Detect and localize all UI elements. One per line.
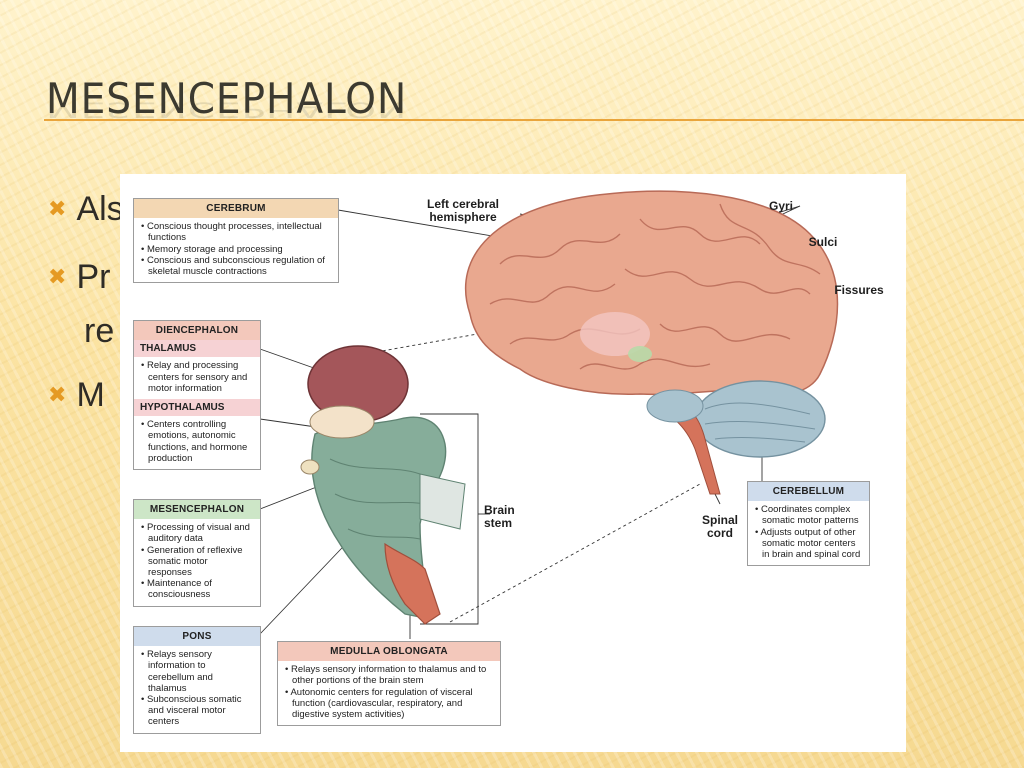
diencephalon-box: DIENCEPHALON THALAMUS Relay and processi…: [133, 320, 261, 471]
cerebellum-box: CEREBELLUM Coordinates complex somatic m…: [747, 481, 870, 567]
x-bullet-icon: ✖: [48, 382, 67, 407]
bullet-text: Als: [76, 190, 124, 228]
label-spinal-cord: Spinal cord: [701, 513, 738, 540]
pons-box-title: PONS: [134, 627, 260, 647]
cerebellum-box-title: CEREBELLUM: [748, 482, 869, 502]
label-left-cerebral-hemisphere: Left cerebral hemisphere: [426, 197, 500, 224]
hypothalamus-subtitle: HYPOTHALAMUS: [134, 399, 260, 417]
cerebrum-item: Memory storage and processing: [140, 244, 332, 255]
x-bullet-icon: ✖: [48, 264, 67, 289]
mesencephalon-box-title: MESENCEPHALON: [134, 500, 260, 520]
medulla-item: Relays sensory information to thalamus a…: [284, 664, 494, 686]
bullet-item: ✖ Als: [48, 190, 124, 229]
thalamus-item: Relay and processing centers for sensory…: [140, 360, 254, 394]
slide-title: MESENCEPHALON: [46, 74, 408, 123]
hypothalamus-item: Centers controlling emotions, autonomic …: [140, 419, 254, 464]
cerebrum-box: CEREBRUM Conscious thought processes, in…: [133, 198, 339, 284]
label-sulci: Sulci: [808, 235, 838, 249]
cerebellum-item: Coordinates complex somatic motor patter…: [754, 504, 863, 526]
brain-illustration: [259, 190, 839, 639]
bullet-continuation: re: [84, 312, 114, 351]
pons-box: PONS Relays sensory information to cereb…: [133, 626, 261, 734]
pons-item: Relays sensory information to cerebellum…: [140, 649, 254, 694]
x-bullet-icon: ✖: [48, 196, 67, 221]
mesencephalon-item: Generation of reflexive somatic motor re…: [140, 545, 254, 579]
bullet-text: re: [84, 312, 115, 350]
bullet-item: ✖M: [48, 376, 105, 415]
cerebellum-item: Adjusts output of other somatic motor ce…: [754, 527, 863, 561]
cerebrum-item: Conscious and subconscious regulation of…: [140, 255, 332, 277]
bullet-text: M: [76, 376, 105, 414]
diencephalon-box-title: DIENCEPHALON: [134, 321, 260, 341]
brain-figure: Left cerebral hemisphere Gyri Sulci Fiss…: [120, 174, 906, 752]
label-gyri: Gyri: [768, 199, 793, 213]
label-fissures: Fissures: [834, 283, 884, 297]
mesencephalon-item: Maintenance of consciousness: [140, 578, 254, 600]
cerebrum-item: Conscious thought processes, intellectua…: [140, 221, 332, 243]
bullet-item: ✖ Pr: [48, 258, 110, 297]
medulla-box-title: MEDULLA OBLONGATA: [278, 642, 500, 662]
mesencephalon-box: MESENCEPHALON Processing of visual and a…: [133, 499, 261, 607]
medulla-oblongata-box: MEDULLA OBLONGATA Relays sensory informa…: [277, 641, 501, 727]
title-underline: [44, 119, 1024, 121]
medulla-item: Autonomic centers for regulation of visc…: [284, 687, 494, 721]
cerebrum-box-title: CEREBRUM: [134, 199, 338, 219]
label-brain-stem: Brain stem: [484, 503, 515, 530]
pons-item: Subconscious somatic and visceral motor …: [140, 694, 254, 728]
thalamus-subtitle: THALAMUS: [134, 340, 260, 358]
bullet-text: Pr: [76, 258, 111, 296]
mesencephalon-item: Processing of visual and auditory data: [140, 522, 254, 544]
